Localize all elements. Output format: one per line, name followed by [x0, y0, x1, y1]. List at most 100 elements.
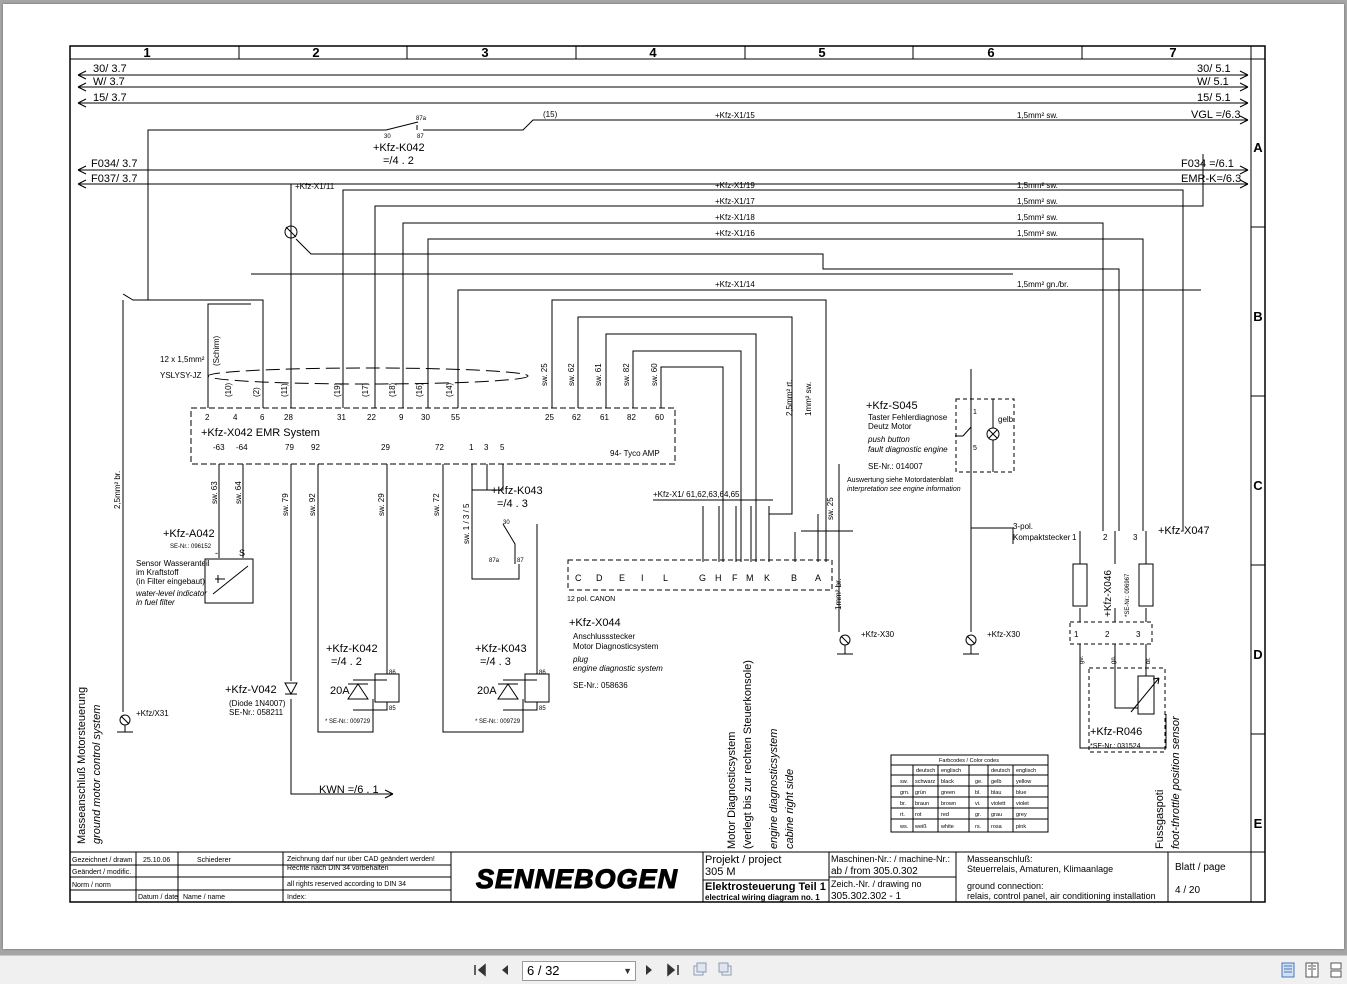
x31-label: +Kfz/X31 — [136, 709, 169, 718]
r046-label: +Kfz-R046 — [1090, 726, 1142, 738]
column-label: 7 — [1169, 45, 1176, 60]
tb-note: all rights reserved according to DIN 34 — [287, 881, 406, 888]
x042-pin: 79 — [285, 443, 294, 452]
s045-button — [955, 398, 1015, 473]
s045-label: +Kfz-S045 — [866, 400, 918, 412]
svg-text:87a: 87a — [416, 116, 427, 122]
next-view-icon[interactable] — [717, 962, 733, 978]
x042-pin: 9 — [399, 413, 404, 422]
wire-label: 1,5mm² sw. — [1017, 197, 1058, 206]
prev-page-icon[interactable] — [497, 962, 513, 978]
drawing-frame — [69, 45, 1266, 903]
svg-text:30: 30 — [503, 520, 510, 526]
wire-label: +Kfz-X1/14 — [715, 280, 755, 289]
v042-label: +Kfz-V042 — [225, 684, 277, 696]
s045-desc: Deutz Motor — [868, 422, 912, 431]
x042-wire: sw. 62 — [567, 363, 576, 386]
company-logo: SENNEBOGEN — [476, 864, 678, 894]
k042-contact — [385, 121, 419, 131]
a042-desc: Sensor Wasseranteil — [136, 559, 210, 568]
x047-pin: 3 — [1133, 533, 1138, 542]
document-viewer: 1 2 3 4 5 6 7 A B C D E — [3, 4, 1344, 949]
svg-text:30: 30 — [384, 134, 391, 140]
k042-relay-coil — [374, 673, 400, 703]
vertical-note: engine diagnosticsystem — [768, 729, 780, 849]
x042-wire: (17) — [361, 382, 370, 397]
row-label: A — [1253, 140, 1263, 155]
tb-title-en: electrical wiring diagram no. 1 — [705, 893, 820, 902]
x042-pin: 2 — [205, 413, 210, 422]
tb-project: 305 M — [705, 866, 736, 878]
svg-text:rs.: rs. — [975, 824, 982, 830]
x042-wire: sw. 25 — [540, 363, 549, 386]
x042-pin: 55 — [451, 413, 460, 422]
x047-pin: 1 — [1072, 533, 1077, 542]
x042-wire: (11) — [280, 383, 289, 397]
x046-wire: ge. — [1079, 655, 1085, 664]
x042-wire: sw. 61 — [594, 363, 603, 386]
r046-box — [1088, 667, 1166, 753]
svg-text:englisch: englisch — [941, 768, 961, 774]
document-page: 1 2 3 4 5 6 7 A B C D E — [3, 4, 1344, 949]
x042-pin: 30 — [421, 413, 430, 422]
first-page-icon[interactable] — [472, 962, 488, 978]
continuous-view-icon[interactable] — [1328, 962, 1344, 978]
row-label: E — [1254, 816, 1263, 831]
next-page-icon[interactable] — [641, 962, 657, 978]
tb-label: Blatt / page — [1175, 862, 1226, 873]
row-label: D — [1253, 647, 1262, 662]
k043-ref: =/4 . 3 — [497, 498, 528, 510]
r046-potentiometer — [1137, 675, 1155, 715]
cable-bundle — [207, 367, 529, 385]
wire-label: 2,5mm² br. — [113, 471, 122, 509]
svg-text:grn.: grn. — [900, 790, 910, 796]
fuse-right — [1138, 563, 1154, 607]
page-number-dropdown[interactable]: 6 / 32 ▼ — [522, 961, 636, 981]
svg-text:deutsch: deutsch — [991, 768, 1010, 774]
diode-icon — [284, 682, 298, 696]
k042b-ref: =/4 . 2 — [331, 656, 362, 668]
x042-title: +Kfz-X042 EMR System — [201, 427, 320, 439]
svg-text:red: red — [941, 812, 949, 818]
viewer-toolbar: 6 / 32 ▼ — [0, 955, 1347, 984]
wire-label: 1mm² sw. — [804, 382, 813, 416]
tb-note: Rechte nach DIN 34 vorbehalten — [287, 865, 389, 872]
x1-wires — [122, 154, 1204, 562]
svg-text:5: 5 — [973, 445, 977, 452]
svg-text:rot: rot — [915, 812, 922, 818]
x042-wire: sw. 29 — [377, 493, 386, 516]
kwn-label: KWN =/6 . 1 — [319, 784, 379, 796]
x042-pin: 72 — [435, 443, 444, 452]
last-page-icon[interactable] — [665, 962, 681, 978]
wire-label: +Kfz-X1/16 — [715, 229, 755, 238]
v042-diode: (Diode 1N4007) — [229, 699, 286, 708]
wire-label: 1mm² br. — [834, 578, 843, 610]
column-label: 2 — [312, 45, 319, 60]
x044-pin: M — [746, 573, 754, 583]
svg-text:green: green — [941, 790, 955, 796]
svg-text:rosa: rosa — [991, 824, 1003, 830]
x30-label: +Kfz-X30 — [987, 630, 1021, 639]
k042b-label: +Kfz-K042 — [326, 643, 378, 655]
row-label: B — [1253, 309, 1262, 324]
svg-text:S: S — [239, 548, 245, 558]
x042-wire: sw. 63 — [210, 481, 219, 504]
x047-pin: 2 — [1103, 533, 1108, 542]
tb-drawing: 305.302.302 - 1 — [831, 891, 901, 902]
svg-text:ge.: ge. — [975, 779, 983, 785]
k043b-amp: 20A — [477, 685, 497, 697]
x042-wire: sw. 1 / 3 / 5 — [462, 503, 471, 544]
x042-pin: -64 — [236, 443, 248, 452]
x046-se: *SE-Nr.: 096967 — [1125, 573, 1131, 617]
single-page-view-icon[interactable] — [1280, 962, 1296, 978]
prev-view-icon[interactable] — [692, 962, 708, 978]
x046-pin: 1 — [1074, 630, 1079, 639]
x042-pin: 22 — [367, 413, 376, 422]
two-page-view-icon[interactable] — [1304, 962, 1320, 978]
wiring-diagram-sheet: 1 2 3 4 5 6 7 A B C D E — [69, 45, 1266, 903]
x042-wire: sw. 79 — [281, 493, 290, 516]
k042-label: +Kfz-K042 — [373, 142, 425, 154]
a042-sensor — [204, 558, 254, 604]
a042-desc: im Kraftstoff — [136, 568, 179, 577]
page-number-value: 6 / 32 — [527, 963, 560, 978]
